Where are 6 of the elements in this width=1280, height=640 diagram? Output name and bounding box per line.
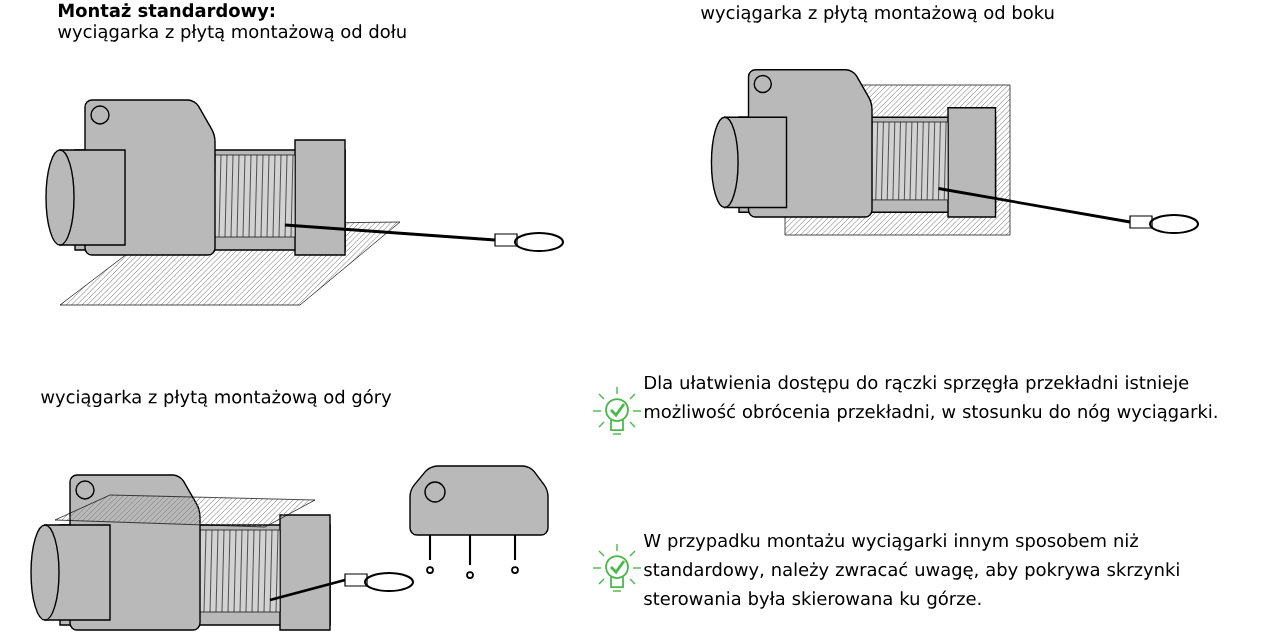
heading: Montaż standardowy: bbox=[59, 3, 274, 21]
caption: wyciągarka z płytą montażową od góry bbox=[41, 389, 392, 408]
note-text: Dla ułatwienia dostępu do rączki sprzęgła przekładni istnieje możliwość obrócenia przekładni, w stosunku do nóg wyciągarki. bbox=[645, 375, 1217, 422]
caption: wyciągarka z płytą montażową od dołu bbox=[58, 24, 406, 42]
caption: wyciągarka z płytą montażową od boku bbox=[701, 5, 1054, 23]
note-text: W przypadku montażu wyciągarki innym sposobem niż standardowy, należy zwracać uwagę, aby pokrywa skrzynki sterowania była skierowana ku górze. bbox=[643, 533, 1179, 609]
